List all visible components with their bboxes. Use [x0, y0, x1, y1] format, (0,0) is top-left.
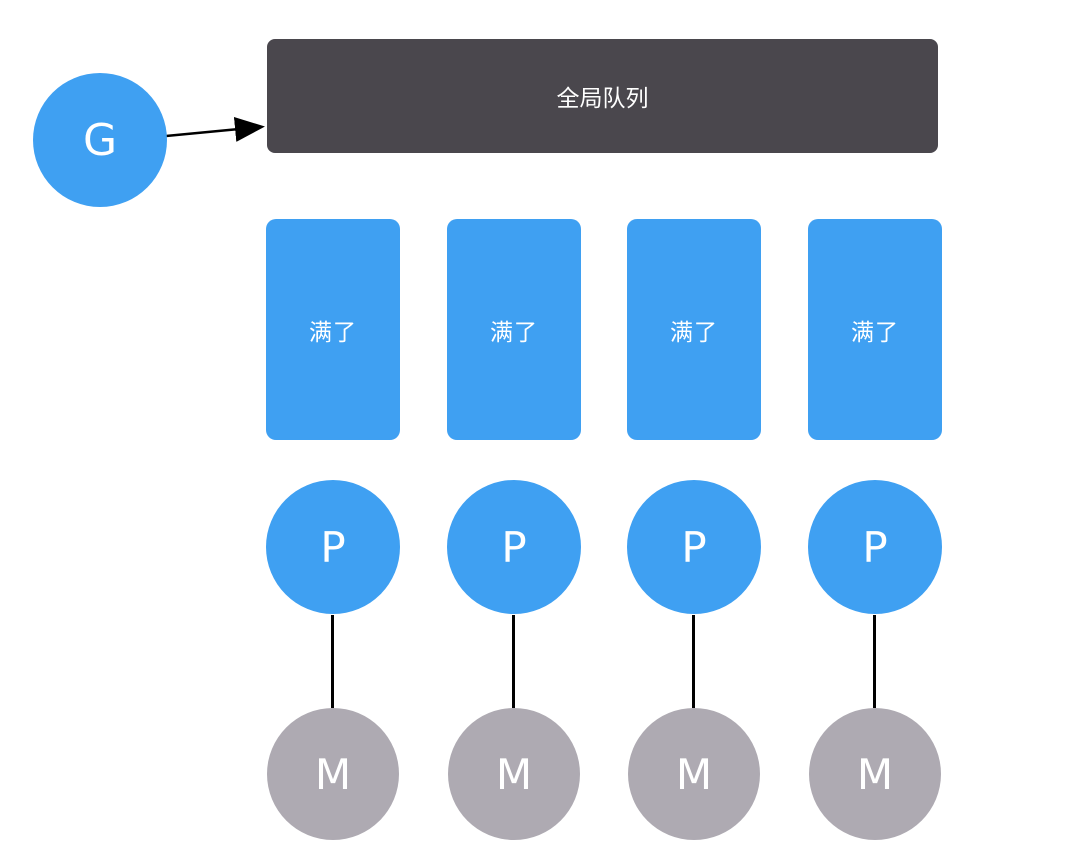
p-m-connector-line — [873, 615, 876, 708]
global-queue-label: 全局队列 — [556, 86, 649, 112]
scheduler-column: 满了 P M — [627, 219, 761, 841]
processor-label: P — [501, 522, 527, 572]
processor-label: P — [862, 522, 888, 572]
processor-node: P — [627, 480, 761, 614]
local-queue-box: 满了 — [627, 219, 761, 440]
machine-node: M — [809, 708, 941, 840]
local-queue-label: 满了 — [490, 319, 538, 346]
p-m-connector-line — [692, 615, 695, 708]
processor-label: P — [681, 522, 707, 572]
machine-node: M — [448, 708, 580, 840]
scheduler-column: 满了 P M — [808, 219, 942, 841]
local-queue-label: 满了 — [851, 319, 899, 346]
local-queue-box: 满了 — [808, 219, 942, 440]
local-queue-box: 满了 — [447, 219, 581, 440]
processor-node: P — [808, 480, 942, 614]
p-m-connector-line — [331, 615, 334, 708]
scheduler-column: 满了 P M — [266, 219, 400, 841]
local-queue-label: 满了 — [309, 319, 357, 346]
processor-label: P — [320, 522, 346, 572]
scheduler-column: 满了 P M — [447, 219, 581, 841]
processor-node: P — [266, 480, 400, 614]
machine-node: M — [267, 708, 399, 840]
local-queue-box: 满了 — [266, 219, 400, 440]
goroutine-label: G — [82, 114, 118, 166]
machine-label: M — [856, 749, 894, 799]
machine-label: M — [314, 749, 352, 799]
machine-node: M — [628, 708, 760, 840]
local-queue-label: 满了 — [670, 319, 718, 346]
goroutine-node: G — [33, 73, 167, 207]
processor-node: P — [447, 480, 581, 614]
machine-label: M — [495, 749, 533, 799]
machine-label: M — [675, 749, 713, 799]
p-m-connector-line — [512, 615, 515, 708]
global-queue-box: 全局队列 — [267, 39, 938, 153]
